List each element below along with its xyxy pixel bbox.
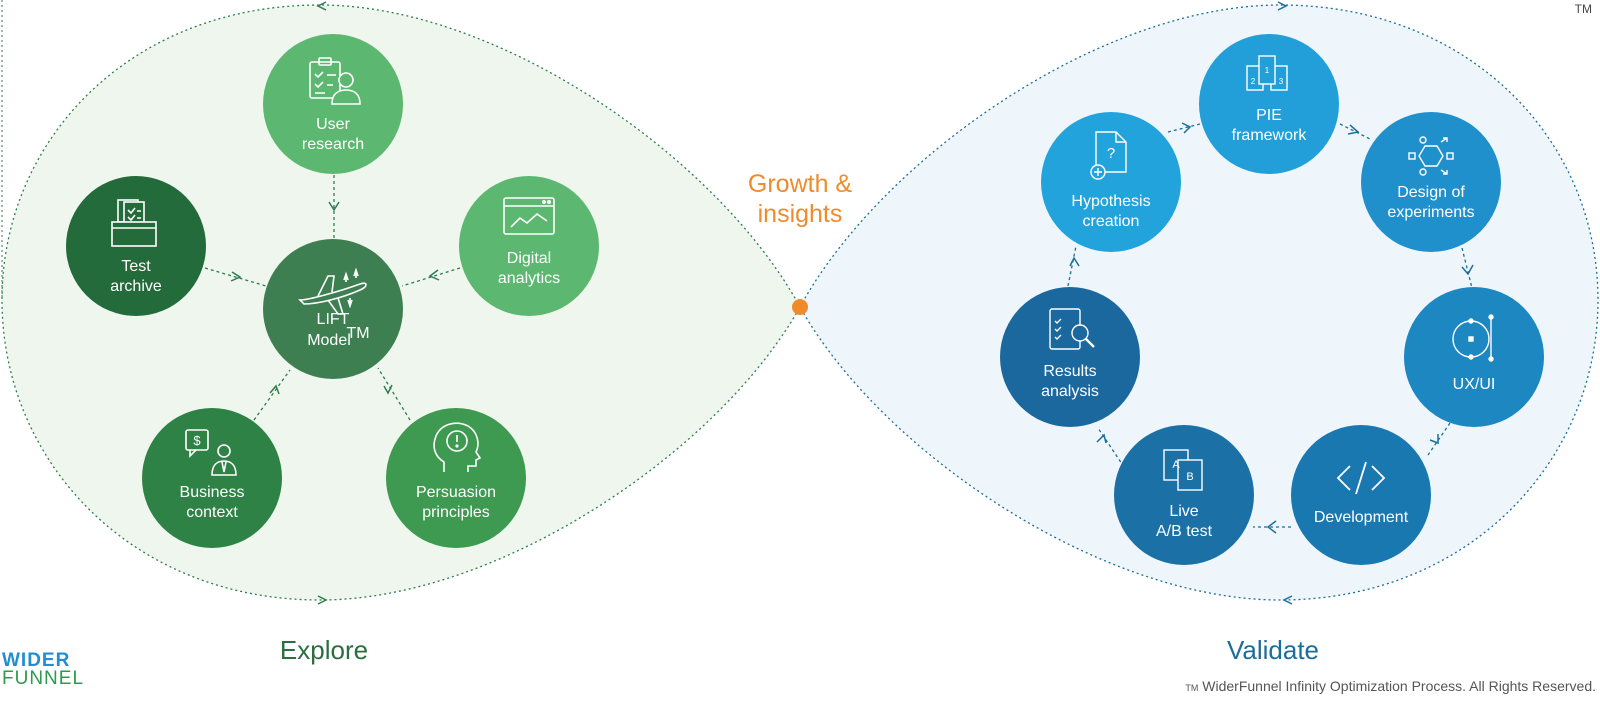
node-hypothesis-creation: ? Hypothesis creation	[1041, 112, 1181, 252]
dollar-person-icon: $	[185, 429, 237, 476]
airplane-icon	[298, 267, 367, 315]
svg-text:Results: Results	[1043, 363, 1096, 380]
svg-text:TM: TM	[346, 325, 369, 342]
loop-arrow-top-right	[1277, 1, 1288, 11]
node-pie-framework: 1 2 3 PIE framework	[1199, 34, 1339, 174]
node-development: Development	[1291, 425, 1431, 565]
node-live-ab-test: A B Live A/B test	[1114, 425, 1254, 565]
vector-circle-icon	[1452, 314, 1494, 362]
center-title-line2: insights	[758, 200, 843, 228]
svg-text:3: 3	[1279, 77, 1284, 86]
code-brackets-icon	[1336, 461, 1386, 495]
node-persuasion-principles: Persuasion principles	[386, 408, 526, 548]
svg-text:$: $	[193, 433, 201, 448]
connector-test-archive	[204, 267, 267, 287]
logo-word-wider: WIDER	[2, 650, 71, 671]
center-title-line1: Growth &	[748, 170, 853, 198]
connector-persuasion	[377, 367, 411, 421]
network-hex-icon	[1408, 136, 1454, 176]
svg-text:1: 1	[1265, 66, 1270, 75]
loop-arrow-bottom-left	[317, 595, 328, 605]
svg-text:Persuasion: Persuasion	[416, 484, 496, 501]
svg-text:experiments: experiments	[1387, 204, 1474, 221]
node-business-context: $ Business context	[142, 408, 282, 548]
pie-docs-icon: 1 2 3	[1246, 55, 1288, 91]
svg-text:analysis: analysis	[1041, 383, 1099, 400]
svg-text:framework: framework	[1232, 127, 1308, 144]
head-exclamation-icon	[433, 422, 482, 472]
archive-folder-icon	[111, 199, 157, 247]
svg-text:Design of: Design of	[1397, 184, 1465, 201]
svg-text:A/B test: A/B test	[1156, 523, 1213, 540]
clipboard-person-icon	[309, 57, 361, 105]
logo-word-funnel: FUNNEL	[2, 668, 85, 689]
validate-connectors	[1067, 123, 1473, 528]
copyright-text: WiderFunnel Infinity Optimization Proces…	[1202, 678, 1596, 694]
svg-text:B: B	[1186, 471, 1193, 483]
svg-text:archive: archive	[110, 278, 162, 295]
svg-text:Live: Live	[1169, 503, 1198, 520]
explore-connector-arrows	[230, 201, 440, 395]
svg-text:creation: creation	[1083, 213, 1140, 230]
explore-label: Explore	[280, 635, 368, 665]
svg-text:Model: Model	[307, 332, 351, 349]
node-design-of-experiments: Design of experiments	[1361, 112, 1501, 252]
node-results-analysis: Results analysis	[1000, 287, 1140, 427]
svg-text:?: ?	[1107, 145, 1115, 162]
node-ux-ui: UX/UI	[1404, 287, 1544, 427]
loop-arrow-bottom-right	[1282, 595, 1293, 605]
svg-text:context: context	[186, 504, 238, 521]
svg-text:analytics: analytics	[498, 270, 560, 287]
svg-text:research: research	[302, 136, 364, 153]
loop-arrow-top-left	[316, 1, 327, 11]
svg-text:A: A	[1172, 459, 1180, 471]
svg-text:PIE: PIE	[1256, 107, 1282, 124]
copyright-notice: TM WiderFunnel Infinity Optimization Pro…	[1185, 678, 1596, 694]
ab-cards-icon: A B	[1163, 449, 1203, 491]
copyright-tm: TM	[1185, 683, 1199, 693]
widerfunnel-logo[interactable]: WIDER FUNNEL	[2, 650, 85, 689]
svg-text:Development: Development	[1314, 509, 1409, 526]
node-test-archive: Test archive	[66, 176, 206, 316]
svg-text:2: 2	[1251, 77, 1256, 86]
svg-text:principles: principles	[422, 504, 490, 521]
node-lift-model: LIFT Model TM	[263, 239, 403, 379]
validate-label: Validate	[1227, 635, 1319, 665]
center-dot	[792, 299, 808, 315]
svg-text:Digital: Digital	[507, 250, 551, 267]
magnifier-doc-icon	[1049, 308, 1095, 350]
svg-text:Hypothesis: Hypothesis	[1071, 193, 1150, 210]
trademark-mark: TM	[1574, 2, 1592, 16]
svg-text:User: User	[316, 116, 350, 133]
analytics-chart-icon	[503, 197, 555, 235]
svg-text:LIFT: LIFT	[317, 311, 350, 328]
node-digital-analytics: Digital analytics	[459, 176, 599, 316]
question-doc-icon: ?	[1090, 131, 1127, 180]
svg-text:UX/UI: UX/UI	[1453, 376, 1496, 393]
svg-text:Business: Business	[180, 484, 245, 501]
node-user-research: User research	[263, 34, 403, 174]
connector-business	[253, 369, 291, 421]
validate-connector-arrows	[1069, 122, 1474, 534]
svg-text:Test: Test	[121, 258, 151, 275]
